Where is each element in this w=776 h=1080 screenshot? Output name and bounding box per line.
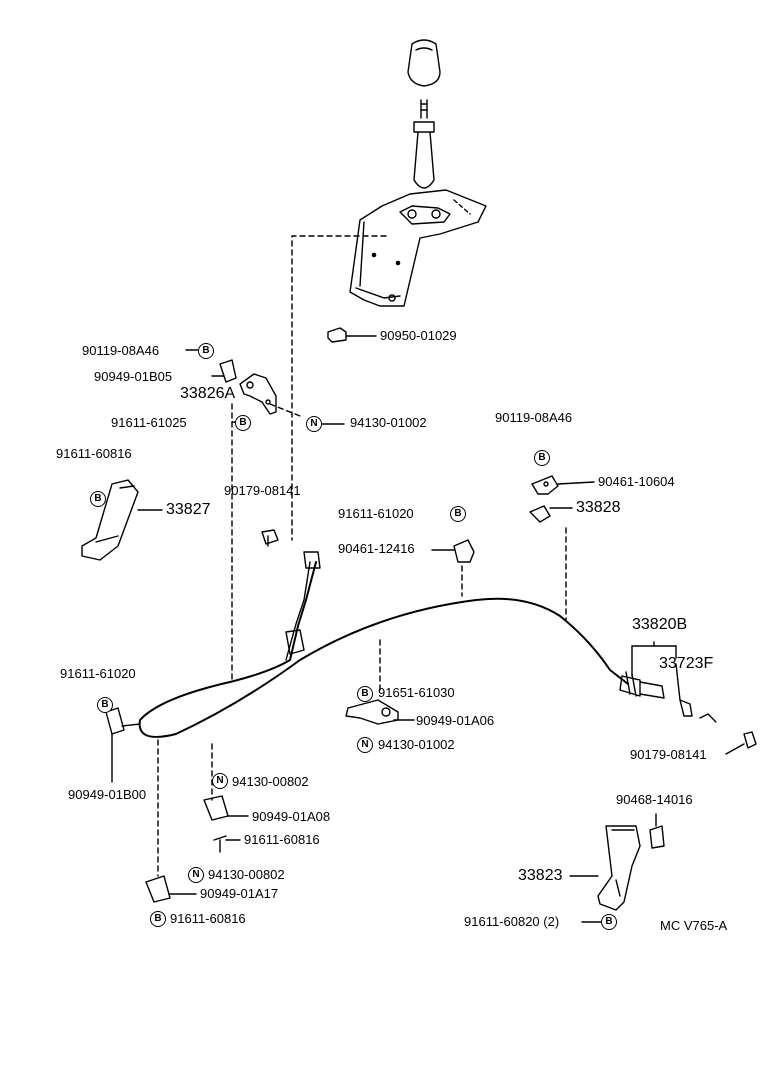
clamp-90461-12416: [453, 539, 475, 563]
part-label: 94130-01002: [378, 737, 455, 752]
part-label: 33820B: [632, 616, 688, 633]
part-label: 91611-61020: [60, 666, 136, 681]
part-label: 90179-08141: [630, 747, 707, 762]
part-label: 94130-01002: [350, 415, 427, 430]
shift-knob: [407, 39, 441, 87]
part-label: 90949-01A17: [200, 886, 279, 901]
nut-badge: N: [188, 867, 204, 883]
bolt-badge: B: [90, 491, 106, 507]
part-label: 91611-60816: [244, 832, 320, 847]
part-label: 91611-60820 (2): [464, 914, 560, 929]
bolt-badge: B: [601, 914, 617, 930]
nut-badge: N: [306, 416, 322, 432]
bolt-badge: B: [97, 697, 113, 713]
part-label: 33828: [576, 499, 621, 516]
part-label: 91611-60816: [56, 446, 132, 461]
clip-90949-01A17: [145, 875, 171, 903]
bolt-badge: B: [450, 506, 466, 522]
part-label: 91611-60816: [170, 911, 246, 926]
part-label: 90950-01029: [380, 328, 457, 343]
bolt-badge: B: [534, 450, 550, 466]
part-label: 33826A: [180, 385, 236, 402]
bracket-91651-61030: [345, 699, 399, 725]
part-label: 91611-61020: [338, 506, 414, 521]
part-label: 94130-00802: [208, 867, 285, 882]
cap-90950-01029: [327, 327, 347, 343]
bolt-badge: B: [150, 911, 166, 927]
part-label: 91651-61030: [378, 685, 455, 700]
bracket-33823: [597, 825, 641, 911]
part-label: 33723F: [659, 655, 714, 672]
nut-badge: N: [212, 773, 228, 789]
part-label: 90468-14016: [616, 792, 693, 807]
diagram-code: MC V765-A: [660, 918, 728, 933]
part-label: 90179-08141: [224, 483, 301, 498]
clip-90949-01B00: [105, 707, 125, 735]
part-label: 90949-01A08: [252, 809, 331, 824]
cable-end-33820B: [619, 675, 665, 699]
part-label: 90461-10604: [598, 474, 675, 489]
bolt-badge: B: [357, 686, 373, 702]
shift-lever: [413, 99, 435, 189]
part-label: 90949-01B05: [94, 369, 173, 384]
clip-33723F: [679, 699, 717, 723]
part-label: 90949-01A06: [416, 713, 495, 728]
part-label: 90461-12416: [338, 541, 415, 556]
part-label: 33827: [166, 501, 211, 518]
clip-90949-01A08: [203, 795, 229, 821]
shift-bracket: [349, 189, 487, 307]
nut-badge: N: [357, 737, 373, 753]
bracket-33827: [81, 479, 139, 561]
part-label: 91611-61025: [111, 415, 187, 430]
part-label: 33823: [518, 867, 563, 884]
part-label: 90119-08A46: [495, 410, 573, 425]
part-label: 90949-01B00: [68, 787, 147, 802]
part-label: 90119-08A46: [82, 343, 160, 358]
bracket-33826A: [239, 373, 277, 415]
bolt-badge: B: [235, 415, 251, 431]
part-label: 94130-00802: [232, 774, 309, 789]
bolt-badge: B: [198, 343, 214, 359]
shift-cable: [138, 561, 629, 738]
